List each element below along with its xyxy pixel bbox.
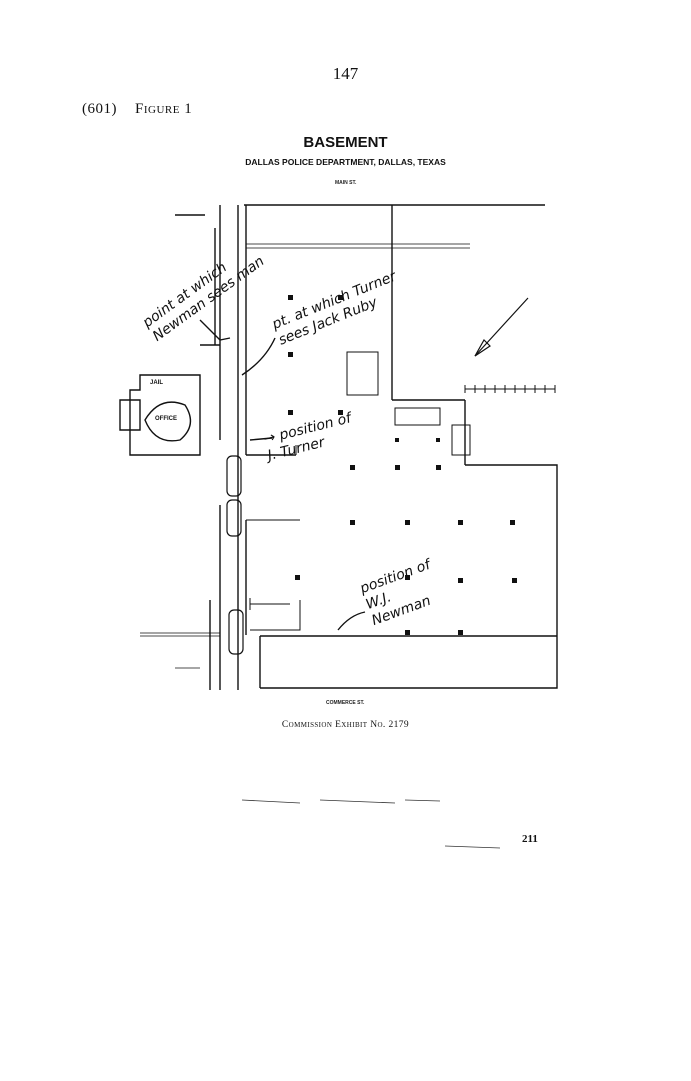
ramp-lines (209, 205, 239, 690)
figure-name: Figure 1 (135, 101, 193, 117)
scale-bar (464, 385, 556, 393)
annotation-arrows (199, 319, 366, 631)
room-label-jail: JAIL (150, 380, 163, 386)
corridor-lines (246, 243, 470, 249)
exhibit-caption: Commission Exhibit No. 2179 (281, 720, 410, 730)
jail-building (119, 374, 201, 456)
bottom-page-number: 211 (522, 833, 538, 845)
street-label-commerce: COMMERCE ST. (326, 700, 365, 706)
figure-subtitle: DALLAS POLICE DEPARTMENT, DALLAS, TEXAS (245, 157, 446, 167)
north-arrow-icon (474, 297, 529, 357)
scan-marks (241, 799, 501, 849)
office-ellipse (144, 401, 192, 442)
room-label-office: OFFICE (155, 416, 177, 422)
figure-label: (601) Figure 1 (82, 101, 192, 118)
cars (226, 455, 244, 655)
figure-title: BASEMENT (303, 134, 388, 151)
building-outline (244, 204, 558, 689)
page-number: 147 (332, 64, 359, 83)
columns (288, 295, 517, 635)
figure-ref: (601) (82, 101, 117, 117)
street-label-main: MAIN ST. (335, 180, 357, 186)
